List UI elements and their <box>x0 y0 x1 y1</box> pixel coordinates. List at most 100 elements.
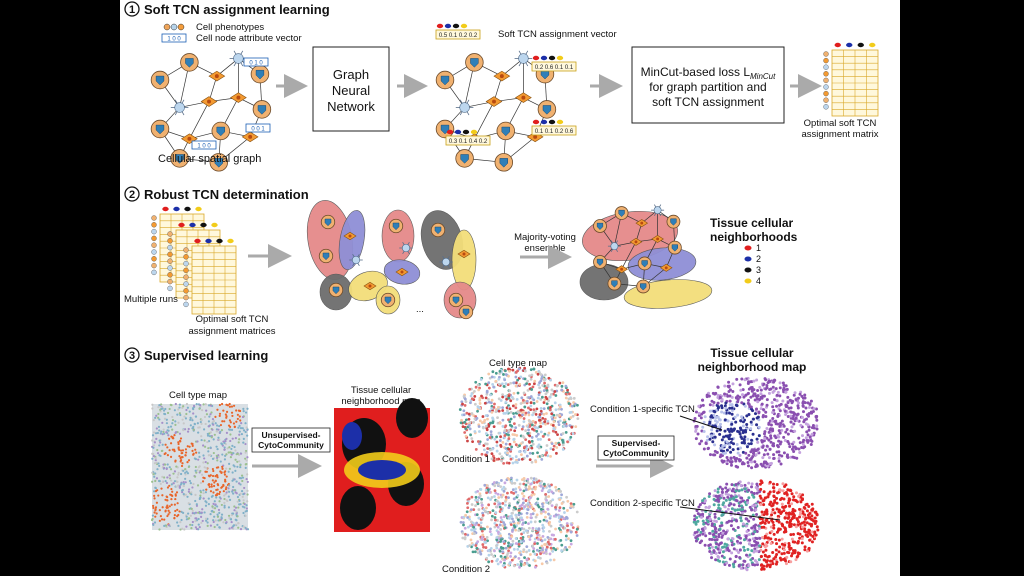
cell-dot <box>195 403 198 406</box>
cell-nucleus <box>255 69 265 80</box>
cell-dot <box>236 452 239 455</box>
cell-dot <box>782 530 786 534</box>
cell-dot <box>237 506 240 509</box>
cell-dot <box>788 498 792 502</box>
cell-dot <box>155 512 158 515</box>
cell-dot <box>498 549 502 553</box>
cell-dot <box>503 434 507 437</box>
cell-dot <box>523 450 527 454</box>
cell-dot <box>772 482 776 486</box>
cell-dot <box>514 455 518 458</box>
tcn-dot <box>446 129 454 135</box>
cell-dot <box>753 539 757 543</box>
cell-dot <box>532 547 536 550</box>
cell-dot <box>514 542 518 545</box>
ensemble-label-2: ensemble <box>524 243 565 254</box>
cell-dot <box>498 502 502 506</box>
cell-icon <box>518 53 529 64</box>
cell-dot <box>767 421 771 425</box>
cell-dot <box>734 459 738 463</box>
cell-dot <box>213 433 216 436</box>
cell-dot <box>531 512 535 516</box>
condition-2-tcn-map <box>692 479 820 572</box>
cell-dot <box>199 515 203 518</box>
cell-dot <box>530 446 534 450</box>
cell-dot <box>232 478 235 481</box>
cell-dot <box>156 468 159 471</box>
cell-dot <box>154 486 157 489</box>
cell-dot <box>229 456 232 459</box>
cell-dot <box>193 512 196 515</box>
cell-dot <box>518 482 522 486</box>
cell-dot <box>496 483 500 486</box>
cell-dot <box>566 440 569 444</box>
cell-dot <box>205 519 208 522</box>
cell-dot <box>490 407 494 410</box>
cell-dot <box>560 388 564 392</box>
tcn-region-black <box>340 486 376 530</box>
cell-dot <box>510 479 514 483</box>
cell-dot <box>166 476 169 479</box>
cell-dot <box>228 446 231 449</box>
cell-dot <box>746 501 750 505</box>
cell-dot <box>748 405 752 409</box>
cell-dot <box>163 432 166 435</box>
cell-dot <box>203 415 207 419</box>
cell-dot <box>759 392 763 396</box>
cell-dot <box>192 482 195 486</box>
cell-dot <box>568 545 571 549</box>
cell-dot <box>176 502 179 505</box>
cell-dot <box>713 512 717 516</box>
cell-dot <box>745 456 749 460</box>
cell-dot <box>187 488 191 491</box>
cell-dot <box>546 433 550 437</box>
cell-dot <box>759 521 763 525</box>
cell-dot <box>165 495 168 498</box>
tcn-legend-dot <box>744 278 752 284</box>
cell-dot <box>173 516 176 520</box>
cell-dot <box>238 415 241 418</box>
cell-dot <box>754 503 758 507</box>
cell-dot <box>187 490 190 493</box>
cell-nucleus <box>462 308 470 317</box>
cell-dot <box>557 509 561 512</box>
cell-dot <box>759 503 763 507</box>
cell-dot <box>152 431 156 434</box>
cell-dot <box>492 385 496 389</box>
cell-dot <box>487 549 491 553</box>
cell-dot <box>173 470 177 473</box>
cell-dot <box>762 567 766 571</box>
cell-dot <box>151 403 154 406</box>
cell-dot <box>478 430 481 433</box>
cell-dot <box>569 410 573 414</box>
cell-dot <box>492 555 496 558</box>
cell-dot <box>509 551 513 555</box>
cell-dot <box>742 548 746 552</box>
cell-dot <box>522 501 525 505</box>
cell-dot <box>790 502 794 506</box>
cell-dot <box>168 449 171 452</box>
cell-dot <box>734 420 738 424</box>
cell-dot <box>536 438 540 441</box>
cell-dot <box>225 403 228 406</box>
cell-dot <box>569 542 573 546</box>
cell-dot <box>473 390 476 393</box>
cell-dot <box>225 453 228 456</box>
cell-dot <box>532 401 536 405</box>
cell-dot <box>234 458 237 461</box>
cell-dot <box>212 423 215 426</box>
cell-dot <box>203 428 206 431</box>
cell-dot <box>493 402 496 406</box>
tcn-dot <box>556 119 564 125</box>
cell-dot <box>777 453 781 457</box>
cell-dot <box>737 458 741 462</box>
cell-dot <box>507 418 510 422</box>
cell-dot <box>168 466 171 469</box>
tcn-dot <box>470 129 478 135</box>
cell-dot <box>736 508 740 512</box>
cell-dot <box>796 406 800 410</box>
cell-dot <box>728 497 732 501</box>
cell-dot <box>765 427 769 431</box>
cell-dot <box>769 436 773 440</box>
cell-dot <box>542 407 546 411</box>
